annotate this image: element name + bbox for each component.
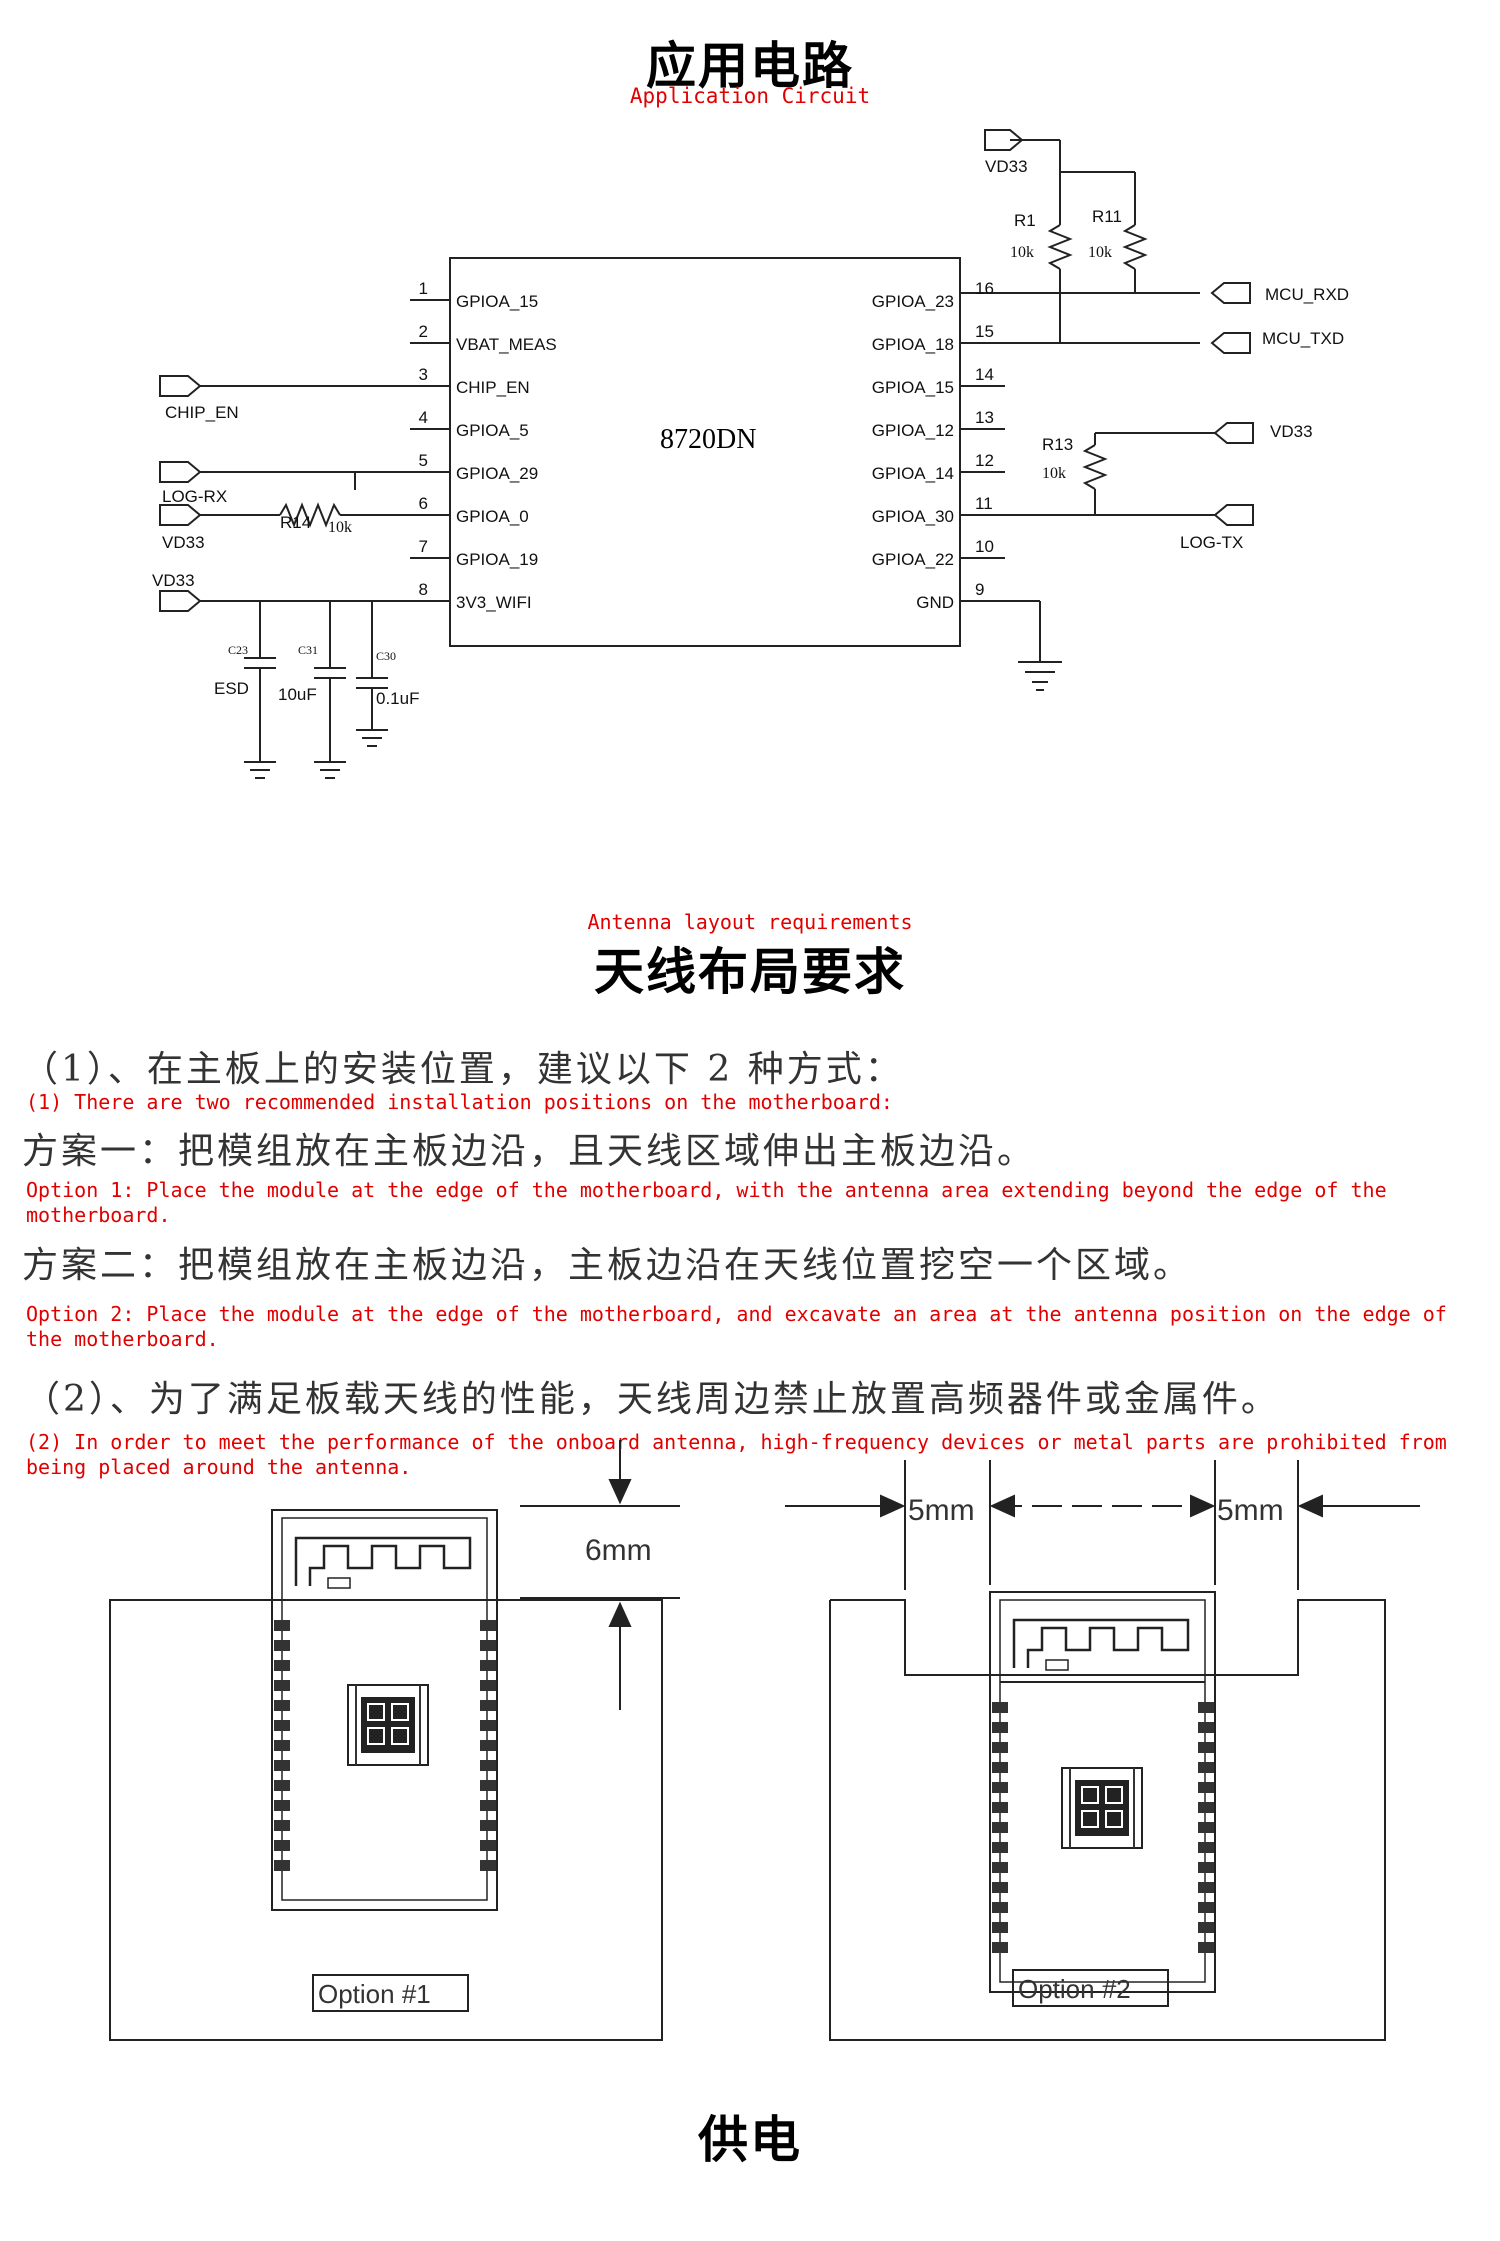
left-pin-label: CHIP_EN — [456, 378, 530, 397]
resistor-r11-label: R11 — [1092, 207, 1122, 226]
left-pin-num: 7 — [419, 537, 428, 556]
dimension-5mm-left: 5mm — [908, 1494, 975, 1527]
section-title-application-circuit-en: Application Circuit — [629, 84, 871, 108]
dimension-5mm-right: 5mm — [1217, 1494, 1284, 1527]
capacitor-c31-label: C31 — [298, 643, 318, 657]
net-label-mcu-txd: MCU_TXD — [1262, 329, 1344, 348]
antenna-item-4-en: (2) In order to meet the performance of … — [26, 1430, 1447, 1479]
resistor-r14-value: 10k — [328, 519, 352, 536]
right-pin-num: 12 — [975, 451, 994, 470]
right-pin-label: GPIOA_30 — [872, 507, 954, 526]
right-pin-num: 16 — [975, 279, 994, 298]
section-title-application-circuit-cn: 应用电路 — [646, 37, 854, 95]
net-flag-vd33-bottom — [159, 590, 202, 612]
antenna-item-1-cn: （1）、在主板上的安装位置，建议以下 2 种方式： — [22, 1049, 904, 1090]
net-label-mcu-rxd: MCU_RXD — [1265, 285, 1349, 304]
right-pin-label: GND — [916, 593, 954, 612]
option1-label: Option #1 — [318, 1979, 431, 2009]
left-pin-label: VBAT_MEAS — [456, 335, 557, 354]
net-flag-mcu-rxd — [1210, 282, 1251, 304]
capacitor-c30-label: C30 — [376, 649, 396, 663]
option2-module — [989, 1591, 1216, 1993]
dimension-6mm: 6mm — [585, 1534, 652, 1567]
left-pin-label: GPIOA_29 — [456, 464, 538, 483]
option1-module — [271, 1509, 498, 1911]
antenna-item-2-en: Option 1: Place the module at the edge o… — [26, 1178, 1387, 1227]
left-pin-num: 6 — [419, 494, 428, 513]
left-pin-num: 4 — [419, 408, 428, 427]
right-pin-label: GPIOA_22 — [872, 550, 954, 569]
chip-name: 8720DN — [660, 424, 756, 455]
esd-label: ESD — [214, 679, 249, 698]
resistor-r13-value: 10k — [1042, 465, 1066, 482]
option2-motherboard — [829, 1599, 1386, 2041]
resistor-r13-label: R13 — [1042, 435, 1073, 454]
right-pin-label: GPIOA_12 — [872, 421, 954, 440]
option2-label: Option #2 — [1018, 1974, 1131, 2004]
antenna-item-1-en: (1) There are two recommended installati… — [26, 1090, 893, 1114]
capacitor-c31-value: 10uF — [278, 685, 317, 704]
right-pin-label: GPIOA_18 — [872, 335, 954, 354]
net-label-vd33-top: VD33 — [985, 157, 1028, 176]
antenna-item-4-cn: （2）、为了满足板载天线的性能，天线周边禁止放置高频器件或金属件。 — [24, 1379, 1280, 1420]
left-pin-label: GPIOA_0 — [456, 507, 529, 526]
right-pin-label: GPIOA_23 — [872, 292, 954, 311]
net-flag-vd33-left — [159, 504, 202, 526]
left-pin-label: 3V3_WIFI — [456, 593, 532, 612]
left-pin-num: 1 — [419, 279, 428, 298]
right-pin-num: 9 — [975, 580, 984, 599]
right-pin-num: 15 — [975, 322, 994, 341]
net-label-chip-en: CHIP_EN — [165, 403, 239, 422]
application-circuit-schematic: 8720DN 1 2 3 4 5 6 7 8 GPIOA_15 VBAT_MEA… — [152, 129, 1349, 779]
right-pin-num: 14 — [975, 365, 994, 384]
net-label-vd33-right: VD33 — [1270, 422, 1313, 441]
net-label-log-tx: LOG-TX — [1180, 533, 1243, 552]
resistor-r11-value: 10k — [1088, 244, 1112, 261]
antenna-item-3-en: Option 2: Place the module at the edge o… — [26, 1302, 1447, 1351]
left-pin-num: 8 — [419, 580, 428, 599]
net-flag-vd33-right — [1213, 422, 1254, 444]
left-pin-label: GPIOA_15 — [456, 292, 538, 311]
left-pin-num: 5 — [419, 451, 428, 470]
chip-outline — [449, 257, 961, 647]
net-flag-chip-en — [159, 375, 202, 397]
resistor-r14-label: R14 — [280, 513, 311, 532]
net-label-vd33-bottom: VD33 — [152, 571, 195, 590]
left-pin-num: 3 — [419, 365, 428, 384]
right-pin-num: 11 — [975, 494, 993, 513]
net-flag-log-rx — [159, 461, 202, 483]
left-pin-label: GPIOA_19 — [456, 550, 538, 569]
section-title-antenna-cn: 天线布局要求 — [594, 943, 906, 1001]
net-flag-vd33-top — [984, 129, 1024, 151]
net-flag-log-tx — [1213, 504, 1254, 526]
right-pin-num: 10 — [975, 537, 994, 556]
antenna-item-3-cn: 方案二：把模组放在主板边沿，主板边沿在天线位置挖空一个区域。 — [22, 1245, 1193, 1286]
antenna-layout-diagram: 6mm 5mm 5mm Option #1 Option #2 — [109, 1440, 1420, 2041]
section-title-power-supply-cn: 供电 — [698, 2111, 802, 2169]
net-label-log-rx: LOG-RX — [162, 487, 227, 506]
section-title-antenna-en: Antenna layout requirements — [587, 910, 913, 934]
resistor-r1-value: 10k — [1010, 244, 1034, 261]
right-pin-num: 13 — [975, 408, 994, 427]
left-pin-num: 2 — [419, 322, 428, 341]
right-pin-label: GPIOA_14 — [872, 464, 954, 483]
resistor-r1-label: R1 — [1014, 211, 1036, 230]
capacitor-c30-value: 0.1uF — [376, 689, 419, 708]
net-flag-mcu-txd — [1210, 332, 1251, 354]
net-label-vd33-left: VD33 — [162, 533, 205, 552]
right-pin-label: GPIOA_15 — [872, 378, 954, 397]
antenna-item-2-cn: 方案一：把模组放在主板边沿，且天线区域伸出主板边沿。 — [22, 1131, 1037, 1172]
left-pin-label: GPIOA_5 — [456, 421, 529, 440]
capacitor-c23-label: C23 — [228, 643, 248, 657]
